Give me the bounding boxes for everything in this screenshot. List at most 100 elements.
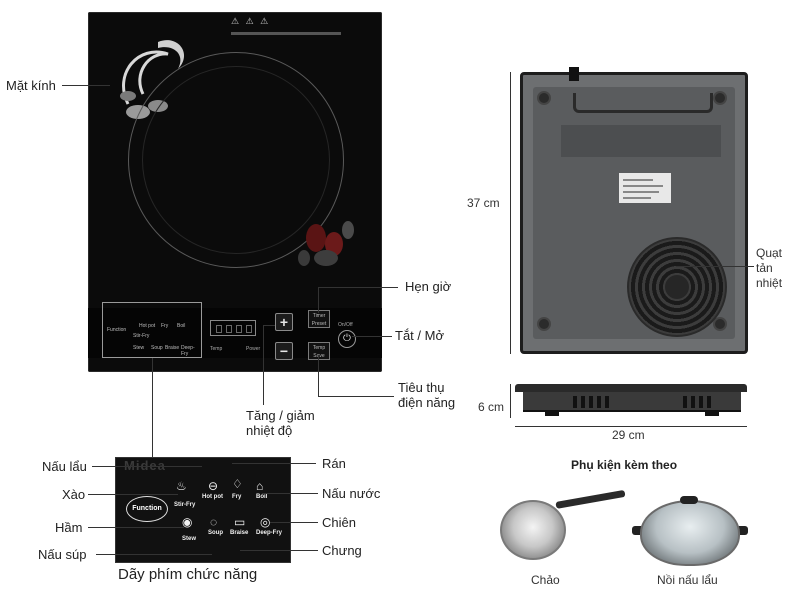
- frying-pan-icon: [500, 500, 566, 560]
- key-stew[interactable]: Stew: [182, 536, 197, 542]
- mini-key-braise[interactable]: Braise: [165, 345, 180, 351]
- rubber-foot: [537, 317, 551, 331]
- leader-ham: [88, 527, 184, 528]
- callout-ran: Rán: [322, 456, 346, 471]
- power-button[interactable]: ⏻: [338, 330, 356, 348]
- power-key-label[interactable]: Power: [246, 346, 261, 352]
- accessories-title: Phụ kiện kèm theo: [571, 458, 678, 472]
- cooking-zone-ring: [128, 52, 344, 268]
- preset-label: Preset: [311, 321, 327, 327]
- pot-icon: ♨: [176, 479, 187, 493]
- rubber-foot: [713, 317, 727, 331]
- leader-nau-sup: [96, 554, 212, 555]
- hot-pot-icon-accessory: [640, 500, 740, 566]
- key-fry[interactable]: Fry: [232, 494, 242, 500]
- function-oval: Function: [126, 496, 168, 522]
- deep-fry-icon: ◎: [260, 515, 271, 529]
- function-oval-label: Function: [107, 327, 127, 333]
- minus-button[interactable]: −: [275, 342, 293, 360]
- width-dimension-line: [515, 426, 747, 427]
- callout-nau-nuoc: Nấu nước: [322, 486, 381, 501]
- temp-save-button[interactable]: Temp Save: [308, 342, 330, 360]
- thickness-label: 6 cm: [478, 400, 505, 414]
- cooktop-side-view: [515, 384, 747, 418]
- leader-nau-nuoc: [262, 493, 318, 494]
- warning-text-strip: [231, 32, 341, 35]
- mini-key-deep-fry[interactable]: Deep-Fry: [181, 345, 195, 357]
- rubber-foot: [713, 91, 727, 105]
- spec-sticker: [619, 173, 671, 203]
- key-stir-fry[interactable]: Stir-Fry: [174, 502, 196, 508]
- hot-pot-icon: ⊖: [208, 479, 219, 493]
- callout-nau-sup: Nấu súp: [38, 547, 87, 562]
- timer-preset-button[interactable]: Timer Preset: [308, 310, 330, 328]
- stew-icon: ◉: [182, 515, 193, 529]
- timer-label: Timer: [312, 313, 326, 319]
- plus-button[interactable]: +: [275, 313, 293, 331]
- brand-logo: Midea: [124, 458, 166, 473]
- mounting-bracket: [573, 93, 713, 113]
- width-label: 29 cm: [612, 428, 645, 442]
- callout-mat-kinh: Mặt kính: [6, 78, 56, 93]
- upper-vent-panel: [561, 125, 721, 157]
- mini-key-hot-pot[interactable]: Hot pot: [139, 323, 156, 329]
- mini-key-stew[interactable]: Stew: [133, 345, 145, 351]
- floral-accent-icon: [298, 221, 354, 266]
- control-strip: [88, 308, 382, 358]
- leader-fan: [676, 266, 754, 267]
- leader-hen-gio: [318, 287, 398, 288]
- leader-tang-giam: [263, 325, 264, 405]
- mini-key-fry[interactable]: Fry: [161, 323, 169, 329]
- key-boil[interactable]: Boil: [256, 494, 268, 500]
- rubber-foot: [537, 91, 551, 105]
- leader-ran: [232, 463, 316, 464]
- pot-handle-right: [734, 526, 748, 535]
- function-panel-zoom: Midea Function ♨ Stir-Fry ⊖ Hot pot ♢ Fr…: [115, 457, 291, 563]
- function-panel-caption: Dãy phím chức năng: [118, 566, 258, 583]
- height-dimension-line: [510, 72, 511, 354]
- leader-xao: [88, 494, 178, 495]
- soup-icon: ◌: [210, 515, 218, 529]
- callout-tieu-thu-2: điện năng: [398, 395, 456, 410]
- key-soup[interactable]: Soup: [208, 530, 223, 536]
- accessory-label-pan: Chảo: [531, 573, 560, 587]
- callout-tieu-thu-1: Tiêu thụ: [398, 380, 445, 395]
- callout-ham: Hầm: [55, 520, 83, 535]
- callout-xao: Xào: [62, 487, 86, 502]
- warning-icons: ⚠ ⚠ ⚠: [231, 16, 271, 26]
- temp-key-label[interactable]: Temp: [210, 346, 223, 352]
- key-hot-pot[interactable]: Hot pot: [202, 494, 223, 500]
- cooling-fan-icon: [627, 237, 727, 337]
- fan-label-2: tản: [756, 261, 773, 275]
- key-braise[interactable]: Braise: [230, 530, 249, 536]
- key-deep-fry[interactable]: Deep-Fry: [256, 530, 283, 536]
- fan-label-1: Quạt: [756, 246, 783, 260]
- leader-nau-lau: [92, 466, 202, 467]
- pot-handle-left: [632, 526, 646, 535]
- callout-nau-lau: Nấu lẩu: [42, 459, 87, 474]
- temp2-label: Temp: [312, 345, 326, 351]
- led-display: [210, 320, 256, 336]
- leader-chien: [270, 522, 318, 523]
- mini-key-stir-fry[interactable]: Stir-Fry: [133, 333, 150, 339]
- pot-lid-knob: [680, 496, 698, 504]
- on-off-label: On/Off: [338, 322, 353, 328]
- cooktop-top-view: ⚠ ⚠ ⚠ Function Hot pot Fry Boil Stir-Fry…: [88, 12, 382, 372]
- mini-key-boil[interactable]: Boil: [177, 323, 186, 329]
- kettle-icon: ⌂: [256, 479, 264, 493]
- flame-icon: ♢: [232, 477, 243, 491]
- leader-chung: [240, 550, 318, 551]
- leader-tieu-thu: [318, 355, 319, 397]
- callout-tang-giam-2: nhiệt độ: [246, 423, 293, 438]
- frying-pan-handle: [555, 489, 626, 509]
- callout-chien: Chiên: [322, 515, 356, 530]
- function-key-group: Function Hot pot Fry Boil Stir-Fry Stew …: [102, 302, 202, 358]
- braise-icon: ▭: [234, 515, 246, 529]
- save-label: Save: [313, 353, 325, 359]
- mini-key-soup[interactable]: Soup: [151, 345, 163, 351]
- callout-tat-mo: Tắt / Mở: [395, 328, 444, 343]
- thickness-dimension-line: [510, 384, 511, 418]
- height-label: 37 cm: [467, 196, 500, 210]
- leader-zoom: [152, 358, 153, 457]
- power-icon: ⏻: [343, 333, 351, 344]
